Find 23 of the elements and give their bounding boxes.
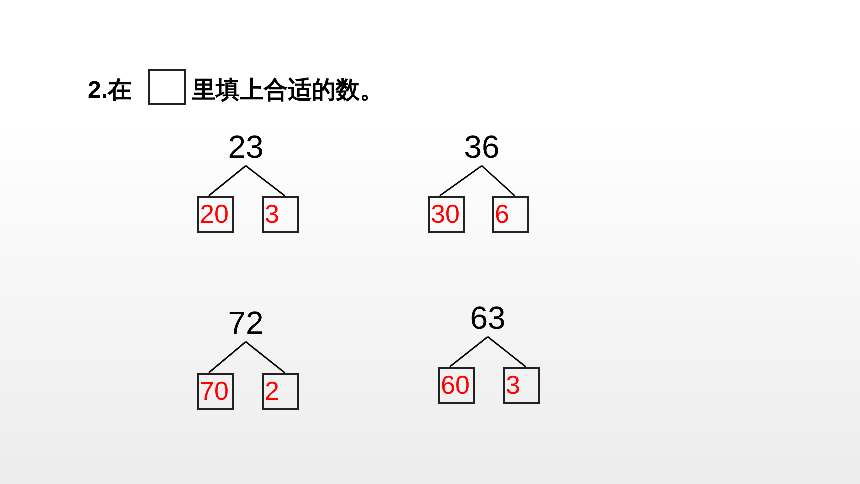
answer-box: 60 <box>438 367 475 404</box>
answer-box: 6 <box>492 196 529 233</box>
answer-box: 30 <box>428 196 465 233</box>
answer-box: 70 <box>197 373 234 410</box>
answer-box: 3 <box>503 367 540 404</box>
number-text: 23 <box>221 129 271 165</box>
number-text: 36 <box>457 129 507 165</box>
connector-line <box>208 165 246 197</box>
connector-line <box>488 336 526 368</box>
answer-box: 20 <box>197 196 234 233</box>
number-text: 63 <box>463 300 513 336</box>
connector-line <box>246 341 286 374</box>
number-text: 72 <box>221 305 271 341</box>
connector-line <box>208 341 246 374</box>
connector-line <box>246 165 286 197</box>
blank-box <box>148 69 186 105</box>
connector-line <box>482 165 516 197</box>
instruction-text: 里填上合适的数。 <box>192 76 384 106</box>
connector-line <box>440 165 482 197</box>
connector-line <box>450 336 488 368</box>
answer-box: 2 <box>262 373 299 410</box>
answer-box: 3 <box>262 196 299 233</box>
instruction-text: 2.在 <box>88 76 132 106</box>
